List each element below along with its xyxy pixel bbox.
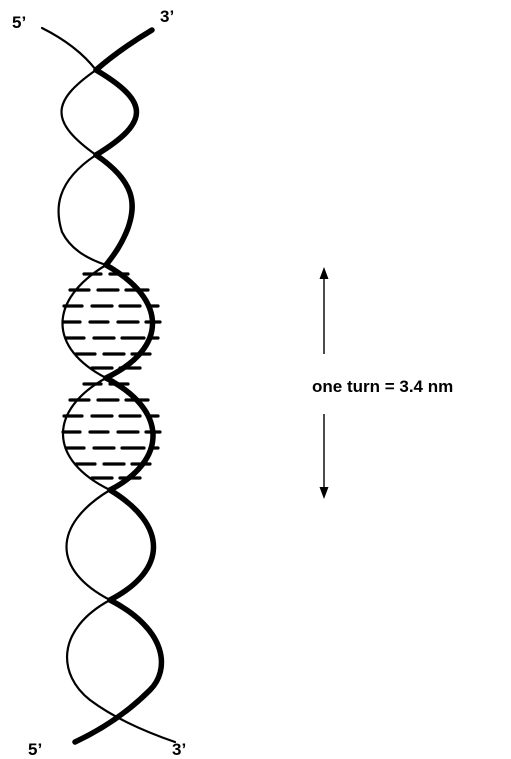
strand-a-segment bbox=[106, 378, 153, 490]
strand-b-segment bbox=[59, 155, 106, 265]
strand-a-segment bbox=[75, 600, 161, 742]
bottom-left-5prime-label: 5’ bbox=[28, 740, 42, 759]
one-turn-arrow-up bbox=[320, 267, 329, 354]
top-left-5prime-label: 5’ bbox=[12, 13, 26, 32]
strand-b-segment bbox=[42, 28, 96, 70]
strand-a bbox=[62, 30, 162, 742]
strand-a-segment bbox=[96, 30, 152, 70]
strand-a-segment bbox=[67, 490, 111, 600]
strand-b-segment bbox=[96, 70, 137, 155]
strand-b-segment bbox=[110, 490, 154, 600]
strand-b-segment bbox=[63, 378, 110, 490]
strand-a-segment bbox=[62, 70, 97, 155]
top-right-3prime-label: 3’ bbox=[160, 7, 174, 26]
strand-a-segment bbox=[96, 155, 132, 265]
one-turn-label: one turn = 3.4 nm bbox=[312, 377, 453, 396]
one-turn-arrow-down bbox=[320, 414, 329, 499]
